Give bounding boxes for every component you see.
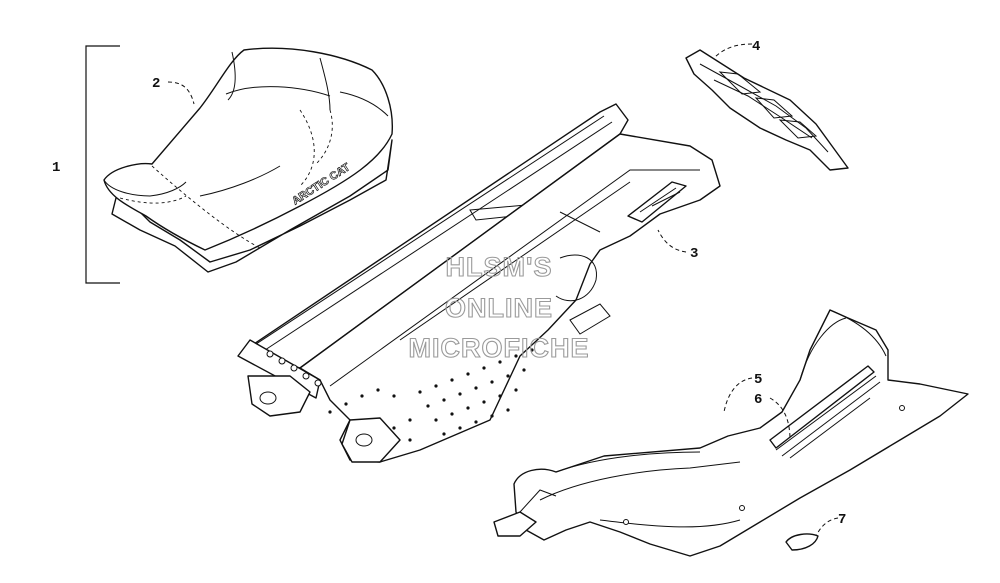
watermark-line-2: ONLINE [445,293,553,323]
seat-assembly-bracket [85,45,120,284]
watermark: HLSM'S ONLINE MICROFICHE [408,251,590,363]
callout-2: 2 [152,76,160,92]
watermark-line-3: MICROFICHE [409,333,590,363]
callout-5: 5 [754,372,762,388]
callout-labels: 1 2 3 4 5 6 7 [52,39,846,528]
tunnel-part[interactable] [237,103,721,463]
callout-7: 7 [838,512,846,528]
watermark-line-1: HLSM'S [446,252,553,282]
seat-part[interactable]: ARCTIC CAT [103,47,394,273]
side-panel-part[interactable] [493,309,969,557]
emblem-part[interactable] [785,533,819,551]
callout-1: 1 [52,160,60,176]
decal-stripes [769,365,881,459]
callout-3: 3 [690,246,698,262]
callout-4: 4 [752,39,760,55]
callout-leaders [167,43,839,537]
tunnel-vent-holes [328,348,534,442]
callout-6: 6 [754,392,762,408]
flap-part[interactable] [685,49,849,171]
